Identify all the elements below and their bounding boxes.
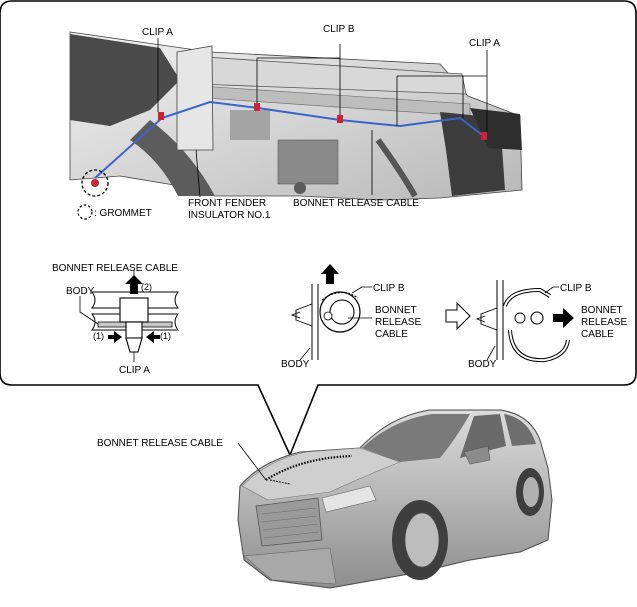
clip-a-right-marker <box>481 132 487 140</box>
open-bonnet-label: BONNET <box>581 305 623 316</box>
front-fender-insulator-panel <box>176 45 214 151</box>
squeeze-left-arrow <box>108 331 122 343</box>
bonnet-release-cable-top-label: BONNET RELEASE CABLE <box>293 198 419 209</box>
next-step-arrow <box>445 301 471 331</box>
photo-leader-lines <box>157 38 488 198</box>
clip-b-top-label: CLIP B <box>323 24 355 35</box>
detail-step-1-left-label: (1) <box>93 331 104 341</box>
open-clip-b-label: CLIP B <box>560 283 592 294</box>
detail-body-label: BODY <box>66 286 95 297</box>
vehicle-cable-route <box>265 454 353 481</box>
clip-b-left-marker <box>254 103 260 111</box>
open-cable-label: CABLE <box>581 329 614 340</box>
clip-a-left-marker <box>158 112 164 120</box>
clip-b-open-detail <box>475 280 574 363</box>
grommet-marker <box>81 169 109 197</box>
engine-bay-photo <box>69 31 523 201</box>
closed-body-label: BODY <box>281 359 310 370</box>
clip-b-right-marker <box>337 115 343 123</box>
squeeze-right-arrow <box>146 331 160 343</box>
clip-a-right-label: CLIP A <box>469 38 500 49</box>
closed-release-label: RELEASE <box>375 317 421 328</box>
closed-cable-label: CABLE <box>375 329 408 340</box>
bonnet-release-cable-route <box>94 100 487 179</box>
clip-b-closed-detail <box>290 264 372 361</box>
detail-step-2-label: (2) <box>141 282 152 292</box>
car-bonnet-release-cable-label: BONNET RELEASE CABLE <box>97 438 223 449</box>
open-body-label: BODY <box>468 359 497 370</box>
detail-clip-a-label: CLIP A <box>119 365 150 376</box>
front-fender-label-line2: INSULATOR NO.1 <box>188 210 271 221</box>
grommet-legend-icon <box>77 204 93 220</box>
vehicle-illustration <box>237 409 553 589</box>
open-release-label: RELEASE <box>581 317 627 328</box>
closed-clip-b-label: CLIP B <box>373 283 405 294</box>
grommet-legend-label: : GROMMET <box>94 208 152 219</box>
up-arrow <box>321 264 339 284</box>
detail-bonnet-release-cable-label: BONNET RELEASE CABLE <box>52 263 178 274</box>
closed-bonnet-label: BONNET <box>375 305 417 316</box>
front-fender-label-line1: FRONT FENDER <box>188 198 266 209</box>
car-label-leader <box>237 442 267 481</box>
clip-a-removal-detail <box>79 270 179 362</box>
detail-step-1-right-label: (1) <box>160 331 171 341</box>
pull-out-arrow <box>553 308 574 328</box>
pull-up-arrow <box>125 275 143 294</box>
clip-a-left-label: CLIP A <box>142 27 173 38</box>
